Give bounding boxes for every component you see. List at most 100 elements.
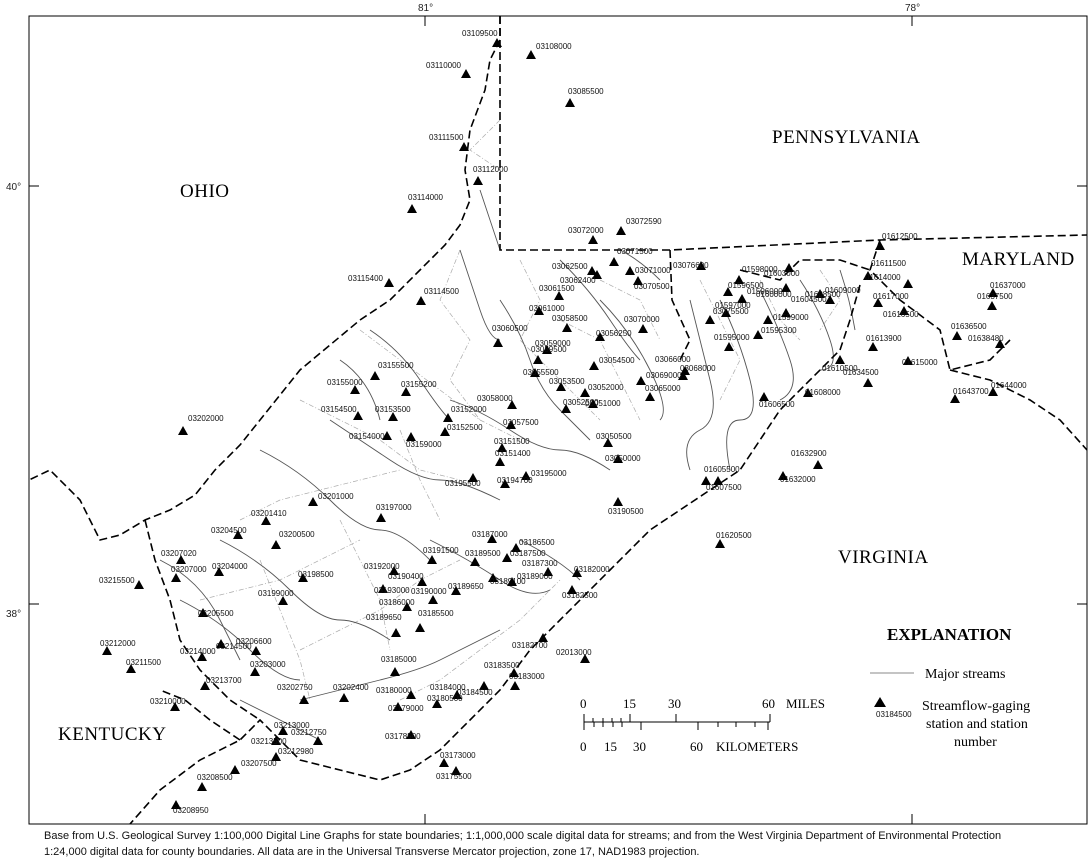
gaging-station-number: 03187000 [472,530,508,539]
scale-km-60: 60 [690,739,703,754]
gaging-station-symbol [126,664,136,673]
gaging-station-number: 03152000 [451,405,487,414]
major-streams [159,189,856,741]
gaging-station-symbol [595,332,605,341]
gaging-station-number: 03065000 [645,384,681,393]
gaging-station-symbol [759,392,769,401]
gaging-station-number: 03053500 [549,377,585,386]
gaging-station-symbol [778,471,788,480]
gaging-station-symbol [432,699,442,708]
gaging-station-symbol [451,586,461,595]
gaging-station-number: 03189100 [490,577,526,586]
gaging-station-symbol [251,646,261,655]
gaging-station-symbol [587,266,597,275]
gaging-station-number: 03066000 [655,355,691,364]
gaging-station-number: 03200500 [279,530,315,539]
gaging-station-number: 02013000 [556,648,592,657]
gaging-station-symbol [178,426,188,435]
gaging-station-number: 03206600 [236,637,272,646]
gaging-station-symbol [401,387,411,396]
gaging-station-number: 01595300 [761,326,797,335]
graticule-ticks [29,16,1087,824]
longitude-78-label: 78° [905,3,920,14]
gaging-station-number: 01604500 [791,295,827,304]
gaging-station-symbol [950,394,960,403]
gaging-station-number: 03182500 [562,591,598,600]
gaging-station-number: 03072000 [568,226,604,235]
gaging-station-number: 03190400 [388,572,424,581]
gaging-station-symbol [388,412,398,421]
gaging-station-number: 03207500 [241,759,277,768]
gaging-station-symbol [497,443,507,452]
gaging-station-symbol [701,476,711,485]
gaging-station-symbol [633,276,643,285]
gaging-station-symbol [987,301,997,310]
gaging-station-symbol [198,608,208,617]
gaging-station-symbol [509,668,519,677]
gaging-station-number: 03210000 [150,697,186,706]
gaging-station-symbol [171,573,181,582]
gaging-station-symbol [903,279,913,288]
gaging-station-number: 03069000 [646,371,682,380]
gaging-station-number: 03213700 [206,676,242,685]
gaging-station-symbol [176,555,186,564]
state-label-pennsylvania: PENNSYLVANIA [772,127,921,148]
gaging-station-number: 03183000 [509,672,545,681]
gaging-station-number: 03151400 [495,449,531,458]
gaging-station-symbol [261,516,271,525]
gaging-station-number: 03201000 [318,492,354,501]
gaging-station-symbol [308,497,318,506]
gaging-station-symbol [468,473,478,482]
gaging-station-number: 03070500 [634,282,670,291]
gaging-station-symbol [737,294,747,303]
gaging-station-symbol [556,382,566,391]
gaging-station-symbol [533,355,543,364]
gaging-station-symbol [214,567,224,576]
gaging-station-symbol [613,497,623,506]
gaging-station-symbol [134,580,144,589]
gaging-station-symbol [588,235,598,244]
gaging-station-number: 03213000 [274,721,310,730]
gaging-station-symbol [495,457,505,466]
scale-km-15: 15 [604,739,617,754]
gaging-station-symbol [863,271,873,280]
gaging-station-number: 03109500 [462,29,498,38]
gaging-station-symbol [493,338,503,347]
gaging-station-symbol [873,298,883,307]
gaging-station-number: 01603000 [764,269,800,278]
gaging-station-symbol [390,667,400,676]
gaging-station-symbol [299,695,309,704]
gaging-station-symbol [502,553,512,562]
gaging-station-number: 01605500 [704,465,740,474]
map-source-credit: Base from U.S. Geological Survey 1:100,0… [44,830,1002,858]
gaging-station-symbol [416,296,426,305]
gaging-station-number: 03202400 [333,683,369,692]
gaging-station-number: 03202750 [277,683,313,692]
gaging-station-number: 03190500 [608,507,644,516]
gaging-station-symbol [271,752,281,761]
gaging-station-number: 03058500 [552,314,588,323]
gaging-station-number: 03212750 [291,728,327,737]
gaging-station-symbol [567,585,577,594]
gaging-station-symbol [696,261,706,270]
gaging-station-symbol [313,736,323,745]
state-boundaries [28,16,1088,825]
gaging-station-symbol [645,392,655,401]
gaging-station-symbol [763,315,773,324]
gaging-station-number: 01617000 [873,292,909,301]
gaging-station-number: 03059500 [531,345,567,354]
gaging-station-symbol [713,476,723,485]
gaging-station-symbol [488,573,498,582]
gaging-station-symbol [216,639,226,648]
gaging-station-symbol [680,366,690,375]
gaging-station-number: 03055500 [523,368,559,377]
gaging-station-symbol [197,782,207,791]
gaging-station-number: 03154500 [321,405,357,414]
gaging-station-number: 03215500 [99,576,135,585]
gaging-station-number: 03212980 [278,747,314,756]
gaging-station-number: 03056250 [596,329,632,338]
gaging-station-number: 01616500 [883,310,919,319]
gaging-station-number: 03183500 [484,661,520,670]
gaging-station-symbol [170,702,180,711]
gaging-station-number: 03180000 [376,686,412,695]
